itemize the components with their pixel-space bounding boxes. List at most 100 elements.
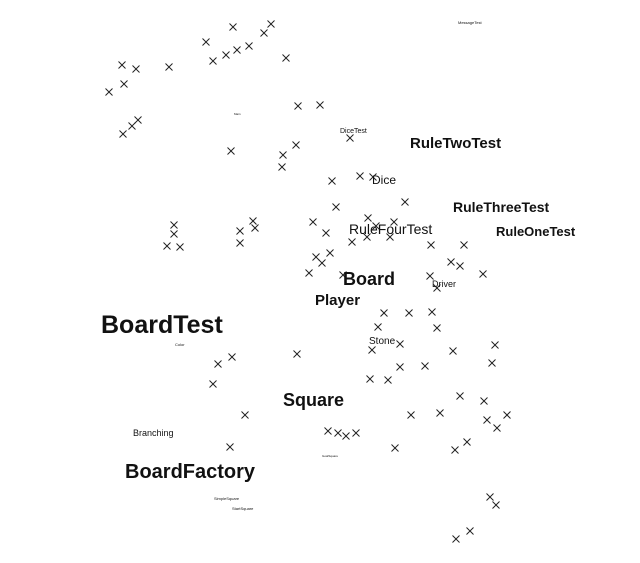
point-marker <box>483 416 491 424</box>
point-marker <box>421 362 429 370</box>
point-marker <box>352 429 360 437</box>
point-marker <box>456 262 464 270</box>
point-marker <box>202 38 210 46</box>
point-marker <box>480 397 488 405</box>
point-marker <box>401 198 409 206</box>
point-marker <box>449 347 457 355</box>
point-marker <box>339 271 347 279</box>
point-marker <box>176 243 184 251</box>
label-ruleonetest: RuleOneTest <box>496 224 576 239</box>
point-marker <box>279 151 287 159</box>
label-goalsquare: GoalSquare <box>322 454 338 458</box>
point-marker <box>316 101 324 109</box>
point-marker <box>369 173 377 181</box>
point-marker <box>312 253 320 261</box>
point-marker <box>233 46 241 54</box>
point-marker <box>227 147 235 155</box>
point-marker <box>342 432 350 440</box>
label-square: Square <box>283 390 344 410</box>
point-marker <box>260 29 268 37</box>
point-marker <box>372 222 380 230</box>
point-marker <box>245 42 253 50</box>
point-marker <box>368 346 376 354</box>
point-marker <box>119 130 127 138</box>
point-marker <box>491 341 499 349</box>
point-marker <box>348 238 356 246</box>
point-marker <box>326 249 334 257</box>
point-marker <box>322 229 330 237</box>
point-marker <box>488 359 496 367</box>
point-marker <box>356 172 364 180</box>
label-dice: Dice <box>372 173 396 187</box>
point-marker <box>479 270 487 278</box>
point-marker <box>456 392 464 400</box>
label-stone: Stone <box>369 336 396 347</box>
point-marker <box>452 535 460 543</box>
point-marker <box>163 242 171 250</box>
point-marker <box>165 63 173 71</box>
point-marker <box>433 324 441 332</box>
label-boardtest: BoardTest <box>101 311 223 339</box>
point-marker <box>134 116 142 124</box>
point-marker <box>251 224 259 232</box>
point-marker <box>278 163 286 171</box>
point-marker <box>486 493 494 501</box>
point-marker <box>222 51 230 59</box>
point-marker <box>318 259 326 267</box>
point-markers <box>105 20 511 543</box>
point-marker <box>170 221 178 229</box>
point-marker <box>396 363 404 371</box>
point-marker <box>427 241 435 249</box>
point-marker <box>463 438 471 446</box>
label-board: Board <box>343 269 395 289</box>
label-driver: Driver <box>432 279 456 289</box>
label-simplesquare: SimpleSquare <box>214 496 240 501</box>
point-marker <box>433 284 441 292</box>
point-marker <box>334 429 342 437</box>
point-marker <box>170 230 178 238</box>
point-marker <box>267 20 275 28</box>
point-marker <box>364 214 372 222</box>
point-marker <box>493 424 501 432</box>
point-marker <box>305 269 313 277</box>
point-marker <box>407 411 415 419</box>
point-marker <box>209 57 217 65</box>
point-marker <box>294 102 302 110</box>
label-dicetest: DiceTest <box>340 128 367 135</box>
label-rulefourtest: RuleFourTest <box>349 221 432 237</box>
label-ruletwotest: RuleTwoTest <box>410 135 501 152</box>
point-marker <box>293 350 301 358</box>
point-marker <box>391 444 399 452</box>
point-marker <box>363 233 371 241</box>
point-marker <box>436 409 444 417</box>
point-marker <box>105 88 113 96</box>
point-marker <box>380 309 388 317</box>
point-marker <box>118 61 126 69</box>
point-marker <box>241 411 249 419</box>
point-marker <box>282 54 290 62</box>
point-marker <box>209 380 217 388</box>
point-marker <box>328 177 336 185</box>
label-rulethreetest: RuleThreeTest <box>453 199 550 215</box>
point-marker <box>405 309 413 317</box>
point-marker <box>451 446 459 454</box>
point-marker <box>390 218 398 226</box>
label-player: Player <box>315 292 360 309</box>
point-marker <box>374 323 382 331</box>
point-marker <box>309 218 317 226</box>
label-branching: Branching <box>133 428 174 438</box>
point-marker <box>120 80 128 88</box>
point-marker <box>447 258 455 266</box>
point-marker <box>229 23 237 31</box>
point-marker <box>249 217 257 225</box>
point-marker <box>292 141 300 149</box>
point-marker <box>466 527 474 535</box>
point-marker <box>236 239 244 247</box>
point-marker <box>428 308 436 316</box>
point-marker <box>384 376 392 384</box>
point-marker <box>460 241 468 249</box>
point-marker <box>386 233 394 241</box>
label-startsquare: StartSquare <box>232 506 254 511</box>
point-marker <box>396 340 404 348</box>
